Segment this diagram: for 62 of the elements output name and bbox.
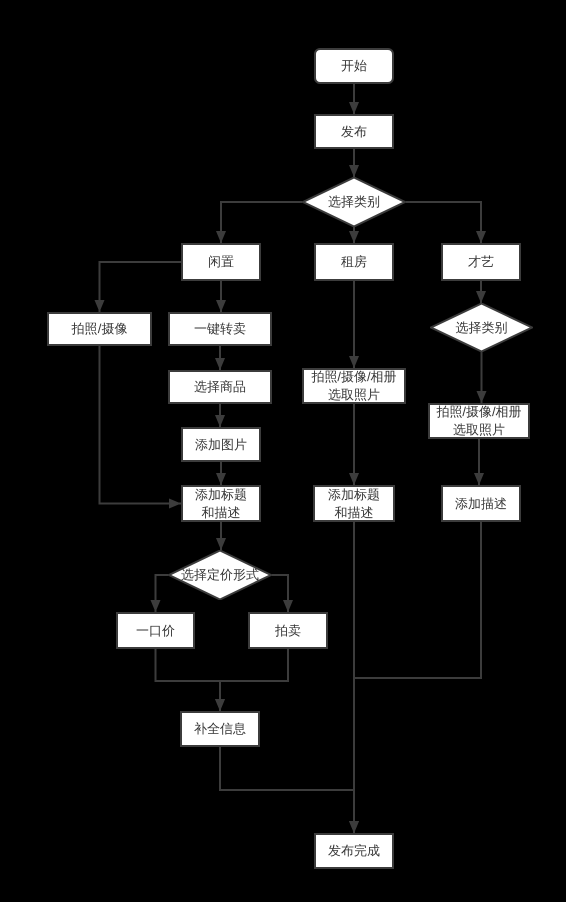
process-box: [181, 243, 261, 281]
process-box: [116, 612, 195, 649]
step-label: 选择定价形式: [181, 566, 259, 584]
arrow: [272, 574, 293, 612]
arrow: [349, 84, 359, 114]
step-label: 拍照/摄像/相册选取照片: [435, 403, 523, 439]
terminal-box: [314, 48, 394, 84]
arrow: [349, 404, 359, 485]
step-label: 选择商品: [194, 378, 246, 396]
step-label: 发布: [341, 122, 367, 140]
process-box: [314, 243, 394, 281]
step-label: 租房: [341, 253, 367, 271]
step-label: 补全信息: [194, 720, 246, 738]
process-box: [168, 370, 272, 404]
arrow: [216, 281, 226, 312]
step-label: 拍照/摄像/相册选取照片: [310, 368, 398, 404]
arrow: [216, 462, 226, 485]
process-box: [314, 833, 394, 869]
step-label: 拍照/摄像: [72, 320, 128, 338]
step-label: 闲置: [208, 253, 234, 271]
arrow: [215, 404, 225, 427]
process-box: [248, 612, 328, 649]
step-label: 选择类别: [328, 193, 380, 211]
process-box: [168, 312, 272, 346]
step-label: 添加标题和描述: [194, 486, 248, 522]
step-label: 一口价: [136, 622, 175, 640]
arrow: [406, 201, 486, 243]
arrow: [215, 346, 225, 370]
step-label: 才艺: [468, 253, 494, 271]
decision-diamond: [430, 303, 533, 352]
process-box: [313, 485, 395, 522]
process-box: [181, 485, 261, 522]
arrow: [94, 261, 181, 312]
arrow: [349, 522, 482, 833]
step-label: 一键转卖: [194, 320, 246, 338]
process-box: [47, 312, 152, 346]
step-label: 添加标题和描述: [327, 486, 381, 522]
arrow: [216, 522, 226, 550]
step-label: 拍卖: [275, 622, 301, 640]
process-box: [314, 114, 394, 149]
process-box: [441, 485, 521, 522]
arrow: [349, 281, 359, 368]
arrow: [476, 281, 486, 303]
step-label: 添加描述: [455, 494, 507, 512]
arrow: [474, 439, 484, 485]
process-box: [181, 427, 261, 462]
step-label: 发布完成: [328, 842, 380, 860]
decision-diamond: [168, 550, 272, 600]
arrow: [215, 649, 289, 711]
step-label: 开始: [341, 57, 367, 75]
process-box: [441, 243, 521, 281]
step-label: 添加图片: [195, 436, 247, 454]
step-label: 选择类别: [456, 318, 508, 336]
process-box: [180, 711, 260, 747]
arrow: [349, 149, 359, 177]
arrow: [98, 346, 181, 508]
arrow: [476, 352, 486, 403]
process-box: [302, 368, 406, 404]
arrow: [349, 227, 359, 243]
decision-diamond: [302, 177, 406, 227]
arrow: [216, 201, 302, 243]
arrow: [150, 574, 168, 612]
